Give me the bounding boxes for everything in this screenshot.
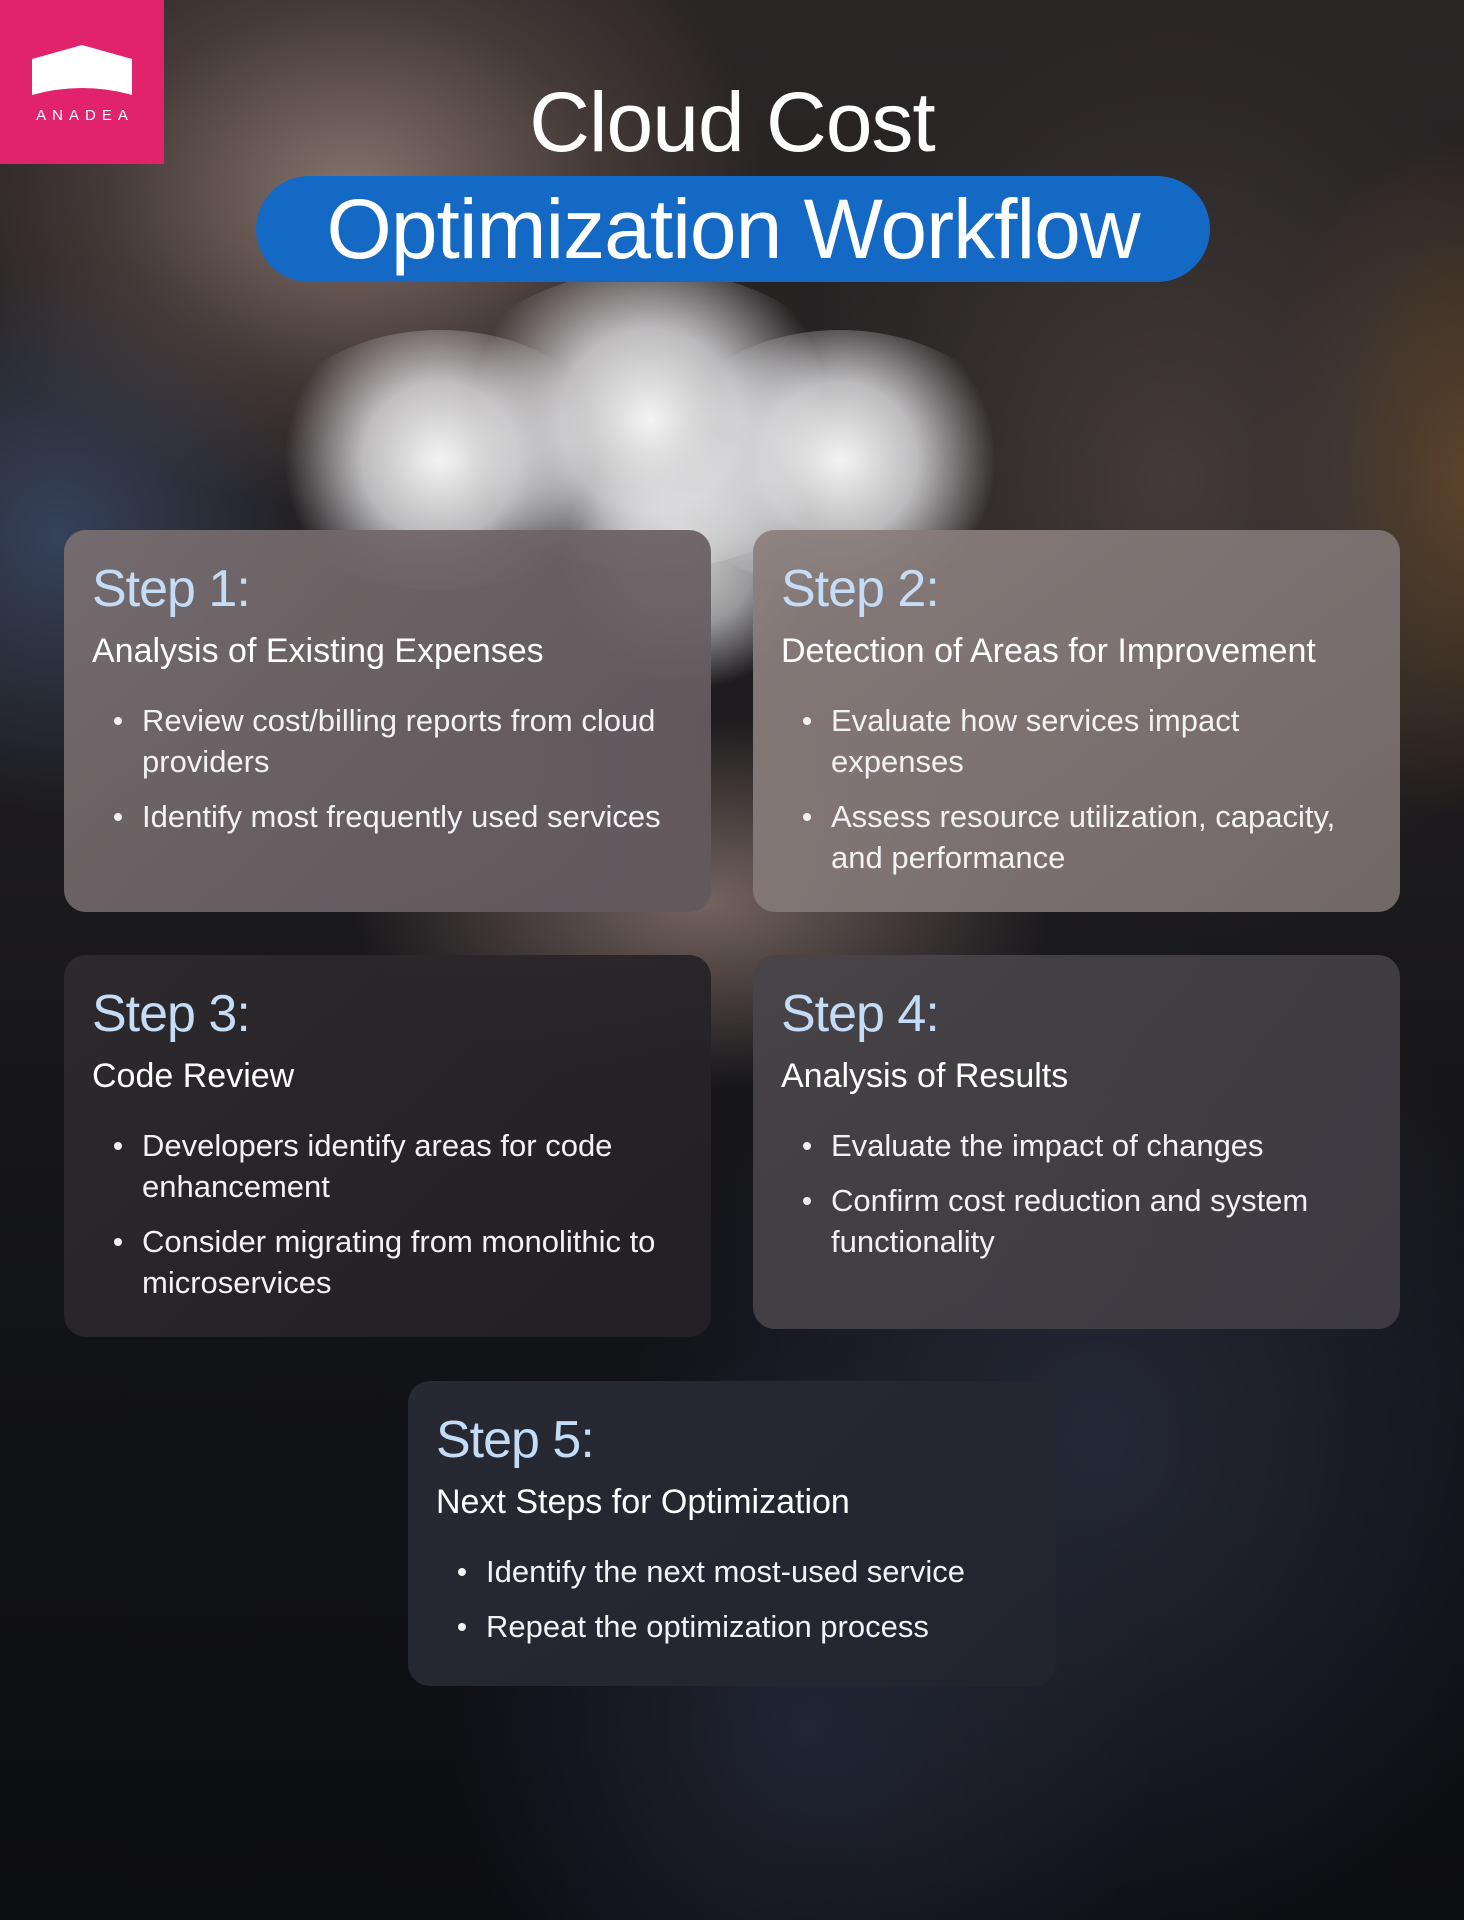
logo-text: ANADEA xyxy=(36,106,134,124)
step-heading: Next Steps for Optimization xyxy=(436,1483,850,1521)
step-label: Step 1: xyxy=(92,560,251,618)
roof-icon xyxy=(32,44,132,95)
bullet-icon xyxy=(114,1238,122,1246)
bullet-icon xyxy=(114,717,122,725)
bullet-icon xyxy=(803,813,811,821)
list-item: Identify the next most-used service xyxy=(458,1551,1028,1592)
bullet-icon xyxy=(458,1568,466,1576)
list-item: Evaluate the impact of changes xyxy=(803,1125,1372,1166)
step-list: Evaluate the impact of changes Confirm c… xyxy=(781,1125,1372,1262)
list-item: Repeat the optimization process xyxy=(458,1606,1028,1647)
anadea-logo[interactable]: ANADEA xyxy=(0,0,164,164)
step-card-2: Step 2: Detection of Areas for Improveme… xyxy=(753,530,1400,912)
step-label: Step 2: xyxy=(781,560,940,618)
step-card-5: Step 5: Next Steps for Optimization Iden… xyxy=(408,1381,1056,1686)
page-title-line2: Optimization Workflow xyxy=(326,182,1140,276)
list-item: Identify most frequently used services xyxy=(114,796,683,837)
bullet-icon xyxy=(458,1623,466,1631)
bullet-icon xyxy=(803,717,811,725)
list-item: Review cost/billing reports from cloud p… xyxy=(114,700,683,782)
list-item: Developers identify areas for code enhan… xyxy=(114,1125,683,1207)
step-list: Evaluate how services impact expenses As… xyxy=(781,700,1372,878)
step-label: Step 4: xyxy=(781,985,940,1043)
list-item: Consider migrating from monolithic to mi… xyxy=(114,1221,683,1303)
step-card-1: Step 1: Analysis of Existing Expenses Re… xyxy=(64,530,711,912)
page-title-pill: Optimization Workflow xyxy=(256,176,1210,282)
page-title-line1: Cloud Cost xyxy=(529,75,936,169)
step-card-4: Step 4: Analysis of Results Evaluate the… xyxy=(753,955,1400,1329)
bullet-icon xyxy=(114,813,122,821)
bullet-icon xyxy=(803,1197,811,1205)
step-list: Review cost/billing reports from cloud p… xyxy=(92,700,683,837)
bullet-icon xyxy=(803,1142,811,1150)
step-list: Identify the next most-used service Repe… xyxy=(436,1551,1028,1647)
step-card-3: Step 3: Code Review Developers identify … xyxy=(64,955,711,1337)
step-heading: Analysis of Existing Expenses xyxy=(92,632,544,670)
step-heading: Analysis of Results xyxy=(781,1057,1069,1095)
step-label: Step 3: xyxy=(92,985,251,1043)
list-item: Assess resource utilization, capacity, a… xyxy=(803,796,1372,878)
list-item: Evaluate how services impact expenses xyxy=(803,700,1372,782)
step-heading: Code Review xyxy=(92,1057,295,1095)
step-list: Developers identify areas for code enhan… xyxy=(92,1125,683,1303)
step-heading: Detection of Areas for Improvement xyxy=(781,632,1316,670)
step-label: Step 5: xyxy=(436,1411,595,1469)
bullet-icon xyxy=(114,1142,122,1150)
list-item: Confirm cost reduction and system functi… xyxy=(803,1180,1372,1262)
